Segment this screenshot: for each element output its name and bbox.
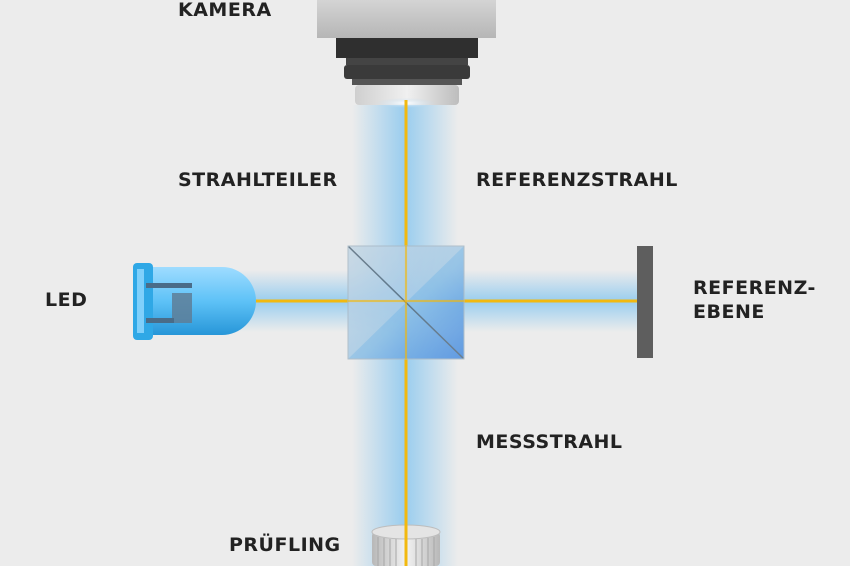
reference-plane-label-line1: REFERENZ-	[693, 277, 816, 299]
led-label: LED	[45, 289, 88, 311]
test-object-label: PRÜFLING	[229, 534, 341, 556]
led-light-source	[133, 263, 256, 340]
camera-label: KAMERA	[178, 0, 272, 21]
reference-plane-label-line2: EBENE	[693, 301, 765, 323]
measuring-beam-label: MESSSTRAHL	[476, 431, 623, 453]
reference-mirror	[637, 246, 653, 358]
reference-plane-label: REFERENZ- EBENE	[693, 276, 816, 324]
reference-beam-label: REFERENZSTRAHL	[476, 169, 678, 191]
camera	[317, 0, 496, 108]
beam-splitter-label: STRAHLTEILER	[178, 169, 338, 191]
